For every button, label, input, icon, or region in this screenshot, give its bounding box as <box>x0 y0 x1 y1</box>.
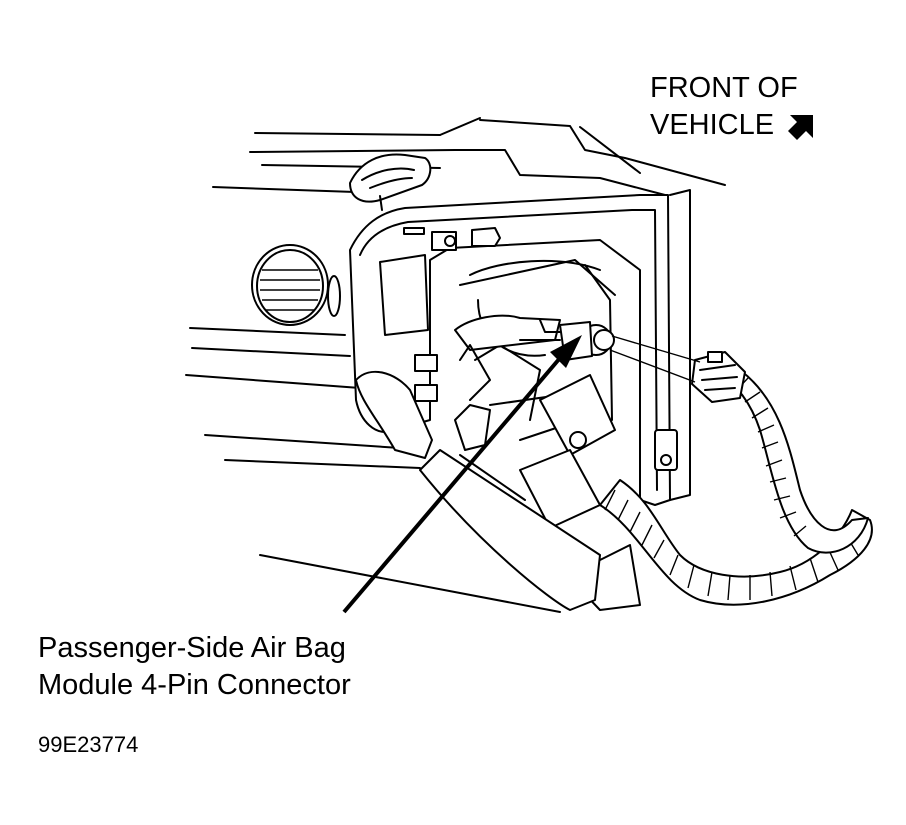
connector-label-line1: Passenger-Side Air Bag <box>38 632 346 664</box>
front-label-line2: VEHICLE <box>650 109 775 141</box>
connector-callout-label: Passenger-Side Air Bag Module 4-Pin Conn… <box>38 630 351 704</box>
leader-arrow <box>342 335 582 614</box>
wire-harness <box>599 369 873 606</box>
dash-left-lines <box>185 327 561 613</box>
front-label-line1: FRONT OF <box>650 72 798 104</box>
front-of-vehicle-label: FRONT OF VEHICLE <box>650 70 798 144</box>
glovebox-frame <box>349 189 691 506</box>
dash-knob <box>251 244 341 326</box>
diagonal-arrow-icon <box>788 115 813 140</box>
figure-id: 99E23774 <box>38 732 139 757</box>
harness-connector <box>691 351 746 403</box>
lower-lip <box>355 370 601 611</box>
connector-label-line2: Module 4-Pin Connector <box>38 669 351 701</box>
connection-guide-lines <box>609 335 701 383</box>
dash-top-lines <box>212 117 726 196</box>
top-vent <box>349 153 432 211</box>
